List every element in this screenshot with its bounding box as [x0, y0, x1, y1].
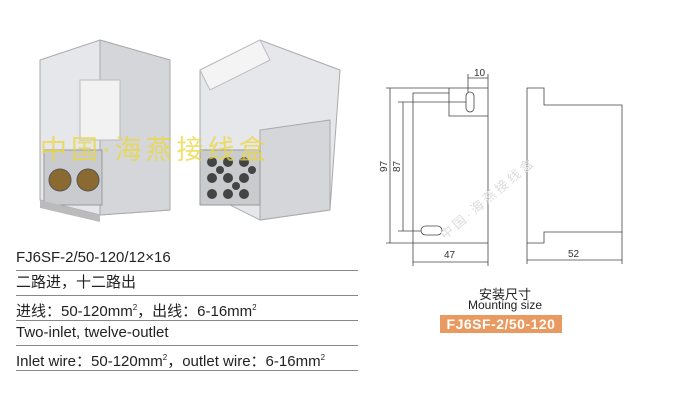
spec-wire-en: Inlet wire：50-120mm2，outlet wire：6-16mm2: [16, 346, 358, 371]
superscript: 2: [320, 353, 326, 362]
superscript: 2: [252, 303, 257, 312]
caption-title-cn: 安装尺寸: [478, 287, 531, 302]
superscript: 2: [162, 353, 168, 362]
watermark: 中国·海燕接线盒: [40, 135, 270, 166]
product-photos: [39, 39, 341, 222]
desc-cn-text: 二路进，十二路出: [16, 274, 137, 291]
dim-52: 52: [568, 249, 580, 260]
side-view: [526, 87, 623, 244]
wire-cn-out: ，出线：6-16mm: [137, 303, 253, 320]
dim-87: 87: [392, 160, 403, 172]
spec-wire-cn: 进线：50-120mm2，出线：6-16mm2: [16, 296, 358, 321]
wire-en-out: ，outlet wire：6-16mm: [167, 353, 321, 370]
dim-97: 97: [379, 160, 390, 172]
mounting-drawing: 10 97 87 47 52 中国·海燕接线盒: [379, 68, 623, 266]
wire-cn-in: 进线：50-120mm: [16, 303, 133, 320]
product-photo-right: [199, 39, 341, 221]
spec-desc-cn: 二路进，十二路出: [16, 271, 358, 296]
superscript: 2: [132, 303, 138, 312]
wire-en-in: Inlet wire：50-120mm: [16, 353, 163, 370]
model-tag: FJ6SF-2/50-120: [440, 315, 562, 333]
desc-en-text: Two-inlet, twelve-outlet: [16, 324, 169, 341]
spec-desc-en: Two-inlet, twelve-outlet: [16, 321, 358, 346]
spec-model: FJ6SF-2/50-120/12×16: [16, 246, 358, 271]
dim-10: 10: [474, 68, 486, 79]
model-text: FJ6SF-2/50-120/12×16: [16, 249, 171, 266]
product-photo-left: [39, 39, 171, 222]
caption-title-en: Mounting size: [467, 298, 543, 312]
dim-47: 47: [444, 250, 456, 261]
dimension-lines: [386, 74, 623, 266]
